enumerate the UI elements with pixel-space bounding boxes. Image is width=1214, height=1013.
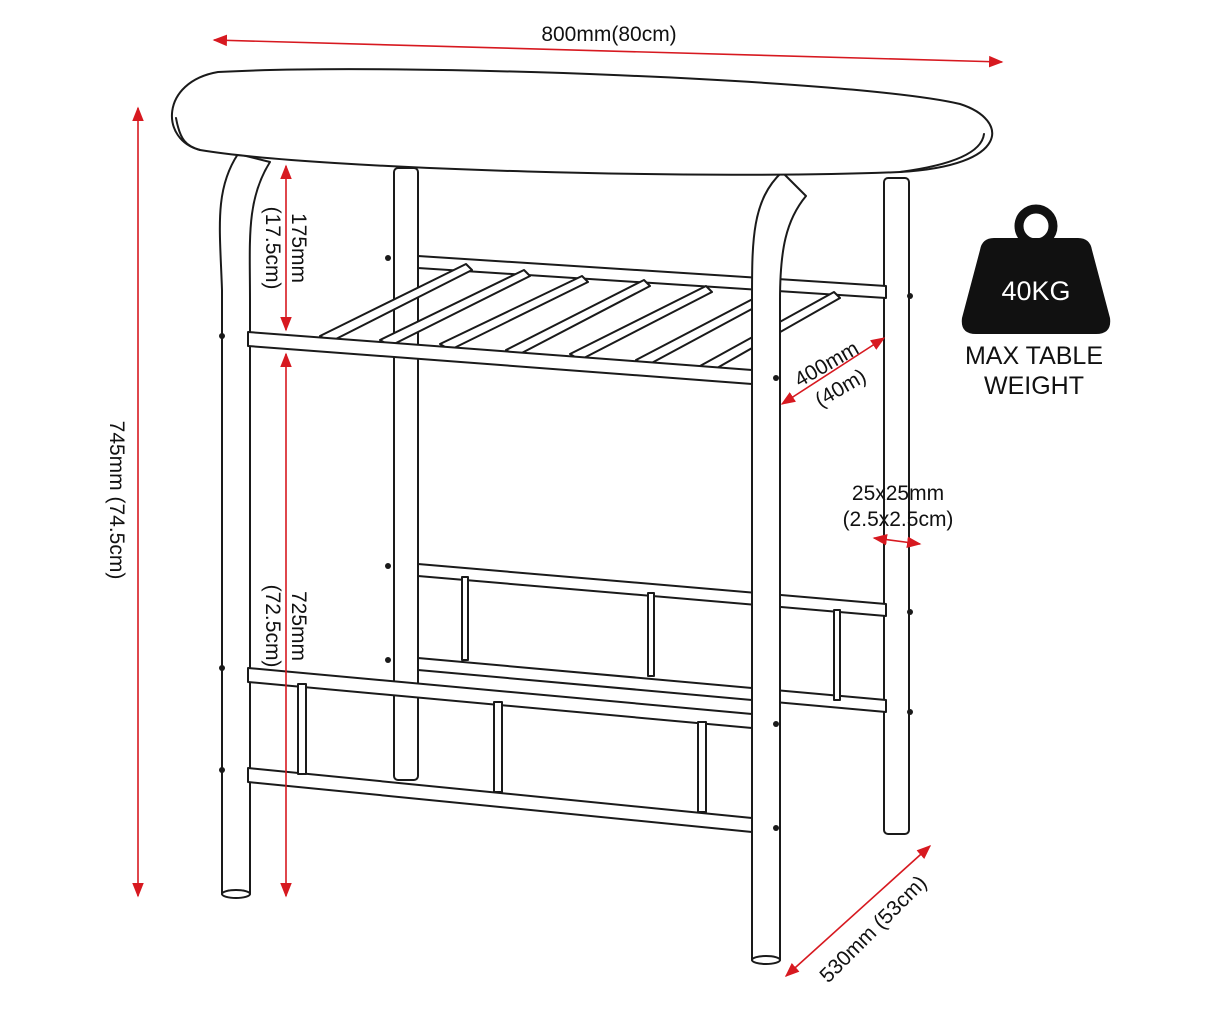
depth-label: 530mm (53cm) (815, 871, 931, 987)
shelf-depth-dimension-line (780, 337, 886, 405)
depth-dimension-line (784, 845, 932, 977)
oval-tabletop (172, 69, 992, 175)
width-label: 800mm(80cm) (541, 23, 676, 46)
front-right-curved-leg (752, 172, 806, 964)
shelf-slats (320, 264, 840, 372)
leg-height-label-mm: 725mm (287, 591, 310, 661)
rivets (219, 255, 913, 831)
table-outline (172, 69, 992, 964)
tube-label-mm: 25x25mm (852, 482, 944, 505)
weight-caption-line1: MAX TABLE (965, 342, 1103, 370)
total-height-label: 745mm (74.5cm) (105, 421, 128, 580)
tube-dimension-line (872, 533, 922, 549)
width-dimension-line (212, 34, 1004, 68)
weight-value: 40KG (1001, 276, 1070, 306)
leg-height-label-cm: (72.5cm) (261, 585, 284, 668)
weight-icon (961, 204, 1111, 334)
top-gap-label-cm: (17.5cm) (261, 207, 284, 290)
tube-label-cm: (2.5x2.5cm) (843, 508, 954, 531)
front-lower-rails (248, 664, 752, 832)
top-gap-label-mm: 175mm (287, 213, 310, 283)
rear-right-leg (884, 178, 909, 834)
weight-caption-line2: WEIGHT (984, 372, 1084, 400)
front-left-curved-leg (220, 154, 270, 898)
dimension-lines (132, 34, 1004, 977)
